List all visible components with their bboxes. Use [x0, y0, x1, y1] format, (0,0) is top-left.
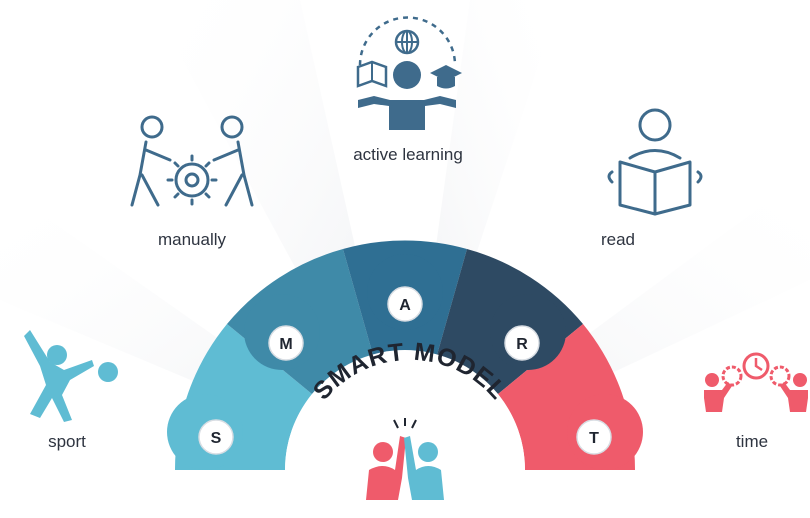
high-five-icon [366, 418, 444, 500]
circle-t [576, 419, 612, 455]
circle-a [387, 286, 423, 322]
circle-r [504, 325, 540, 361]
letter-r: R [516, 336, 528, 353]
circle-s [198, 419, 234, 455]
soccer-player-icon [24, 330, 118, 422]
center-disk [285, 350, 525, 470]
learner-globe-books-icon [356, 16, 462, 130]
letter-s: S [211, 430, 222, 447]
people-gears-icon [130, 115, 254, 207]
circle-m [268, 325, 304, 361]
letter-circles: S M A R T [198, 286, 612, 455]
label-active-learning: active learning [353, 145, 463, 164]
letter-a: A [399, 297, 411, 314]
label-read: read [600, 230, 636, 249]
label-sport: sport [48, 432, 86, 451]
people-clock-gears-icon [704, 352, 808, 412]
label-time: time [735, 432, 769, 451]
letter-t: T [589, 430, 599, 447]
person-reading-icon [607, 108, 703, 216]
letter-m: M [279, 336, 292, 353]
label-manually: manually [157, 230, 227, 249]
